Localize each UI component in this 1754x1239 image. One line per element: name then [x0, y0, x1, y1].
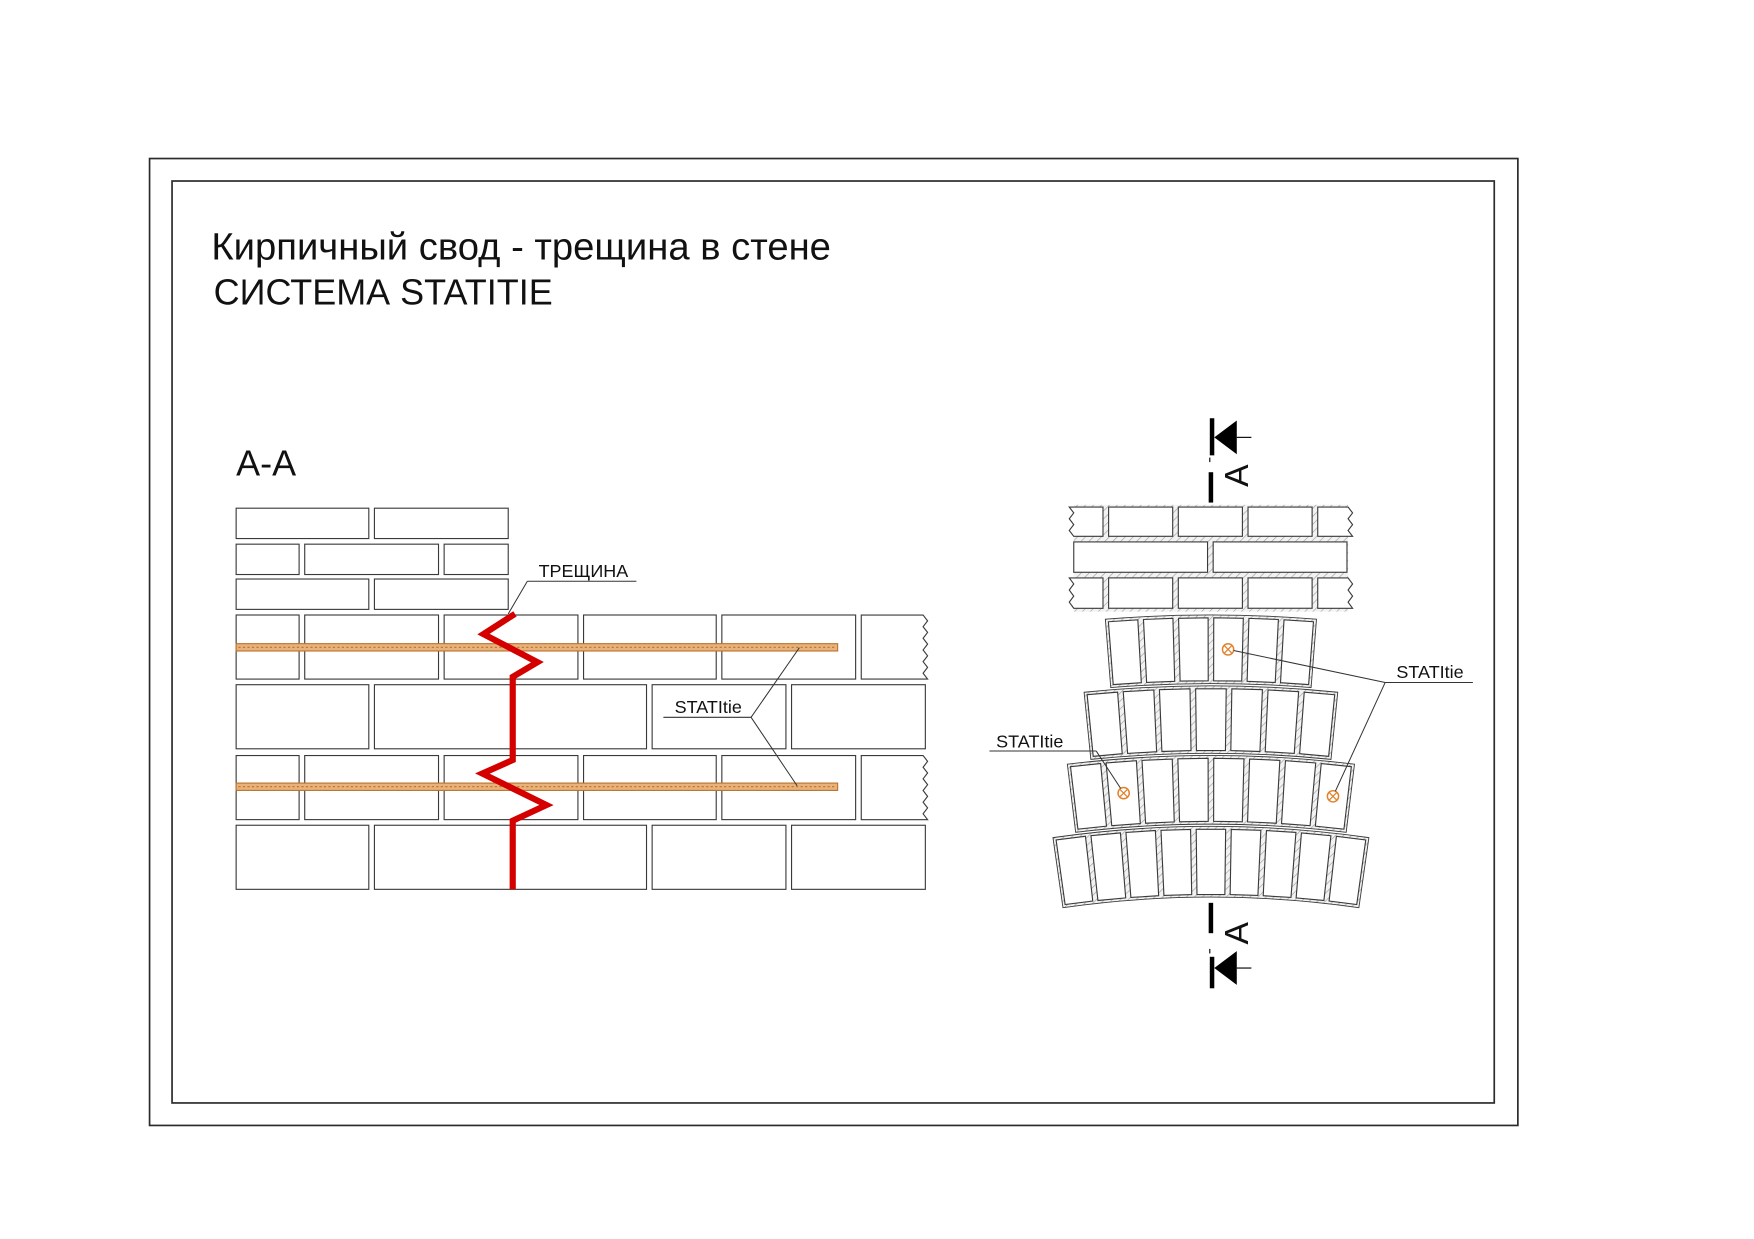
drawing-subtitle: СИСТЕМА STATITIE: [214, 272, 553, 313]
tie-label-arch-left: STATItie: [996, 732, 1063, 752]
vault-brick: [1299, 691, 1336, 757]
vault-brick: [1055, 835, 1094, 906]
brick: [651, 684, 787, 750]
tie-section-icon: [1221, 643, 1235, 656]
brick: [1177, 506, 1243, 537]
brick: [443, 543, 509, 576]
brick: [651, 824, 787, 890]
section-mark-bottom-letter: A: [1218, 921, 1256, 944]
broken-brick: [1317, 506, 1354, 537]
vault-brick: [1246, 758, 1281, 824]
vault-brick: [1086, 691, 1123, 757]
vault-brick: [1262, 829, 1297, 899]
vault-brick: [1279, 619, 1315, 686]
crack-line: [475, 611, 554, 890]
elevation-wall: [1068, 504, 1354, 612]
wall-tie-callout-leader-bottom: [750, 717, 798, 787]
brick: [1108, 506, 1174, 537]
section-view-label: A-A: [236, 443, 296, 484]
brick: [373, 578, 509, 610]
vault-brick: [1177, 617, 1209, 682]
vault-brick: [1195, 688, 1227, 752]
section-mark-bottom: A: [1208, 902, 1256, 989]
drawing-title: Кирпичный свод - трещина в стене: [211, 226, 831, 269]
vault-tie-leaders: [1095, 650, 1386, 792]
tie-section-cross: [1328, 792, 1338, 801]
vault-brick: [1213, 757, 1245, 823]
brick: [235, 684, 370, 750]
tie-section-cross: [1119, 788, 1128, 798]
vault-brick: [1264, 689, 1300, 754]
callout-leader: [1233, 650, 1386, 683]
brick-vault: [1052, 614, 1370, 909]
section-crack: [475, 611, 554, 890]
vault-brick: [1230, 688, 1264, 753]
tie-section-cross: [1223, 645, 1233, 654]
wall-tie-callout: STATItie: [663, 647, 800, 787]
brick: [1177, 577, 1243, 609]
vault-tie-markers: [1117, 643, 1340, 803]
brick: [1212, 541, 1348, 573]
vault-brick: [1295, 832, 1332, 902]
vault-tie-callout-left: STATItie: [989, 732, 1097, 752]
vault-brick: [1090, 832, 1127, 902]
brick: [1108, 577, 1174, 609]
vault-brick: [1280, 760, 1317, 827]
vault-brick: [1122, 689, 1158, 754]
brick: [1247, 577, 1313, 609]
vault-brick: [1142, 617, 1176, 684]
brick: [1247, 506, 1313, 537]
vault-brick: [1158, 688, 1192, 753]
brick: [235, 578, 370, 610]
broken-brick: [1068, 577, 1104, 609]
tie-section-icon: [1326, 789, 1340, 803]
vault-brick: [1141, 758, 1175, 824]
vault-brick: [1107, 619, 1142, 686]
brick: [235, 824, 370, 890]
inner-frame: [171, 180, 1496, 1104]
broken-brick: [860, 754, 929, 821]
vault-brick: [1328, 835, 1367, 906]
brick: [235, 543, 300, 576]
vault-brick: [1195, 828, 1227, 896]
tie-section-icon: [1117, 786, 1131, 800]
vault-brick: [1177, 757, 1209, 823]
crack-label: ТРЕЩИНА: [539, 561, 629, 581]
section-arrow-icon: [1214, 420, 1237, 455]
section-mark-top: A: [1208, 418, 1256, 503]
section-mark-top-letter: A: [1218, 464, 1256, 487]
brick: [790, 684, 926, 750]
crack-callout: ТРЕЩИНА: [507, 561, 637, 615]
brick: [790, 824, 926, 890]
broken-brick: [1317, 577, 1354, 609]
vault-brick: [1069, 762, 1108, 830]
vault-brick: [1229, 828, 1262, 896]
callout-leader: [1095, 750, 1122, 789]
brick: [304, 543, 440, 576]
crack-callout-leader: [507, 581, 528, 615]
section-tie-rods: [235, 643, 839, 791]
tie-label-arch-right: STATItie: [1396, 662, 1463, 682]
callout-leader: [1334, 682, 1386, 792]
vault-brick: [1160, 828, 1193, 896]
brick: [235, 507, 370, 540]
outer-frame: [148, 157, 1519, 1127]
broken-brick: [860, 614, 929, 680]
vault-tie-callout-right: STATItie: [1385, 662, 1473, 683]
section-arrow-icon: [1214, 951, 1237, 985]
tie-label-wall: STATItie: [675, 697, 742, 717]
vault-brick: [1125, 829, 1160, 899]
vault-brick: [1246, 617, 1279, 684]
brick: [1073, 541, 1209, 573]
broken-brick: [1068, 506, 1104, 537]
wall-tie-callout-leader-top: [750, 647, 800, 718]
brick: [373, 507, 509, 540]
